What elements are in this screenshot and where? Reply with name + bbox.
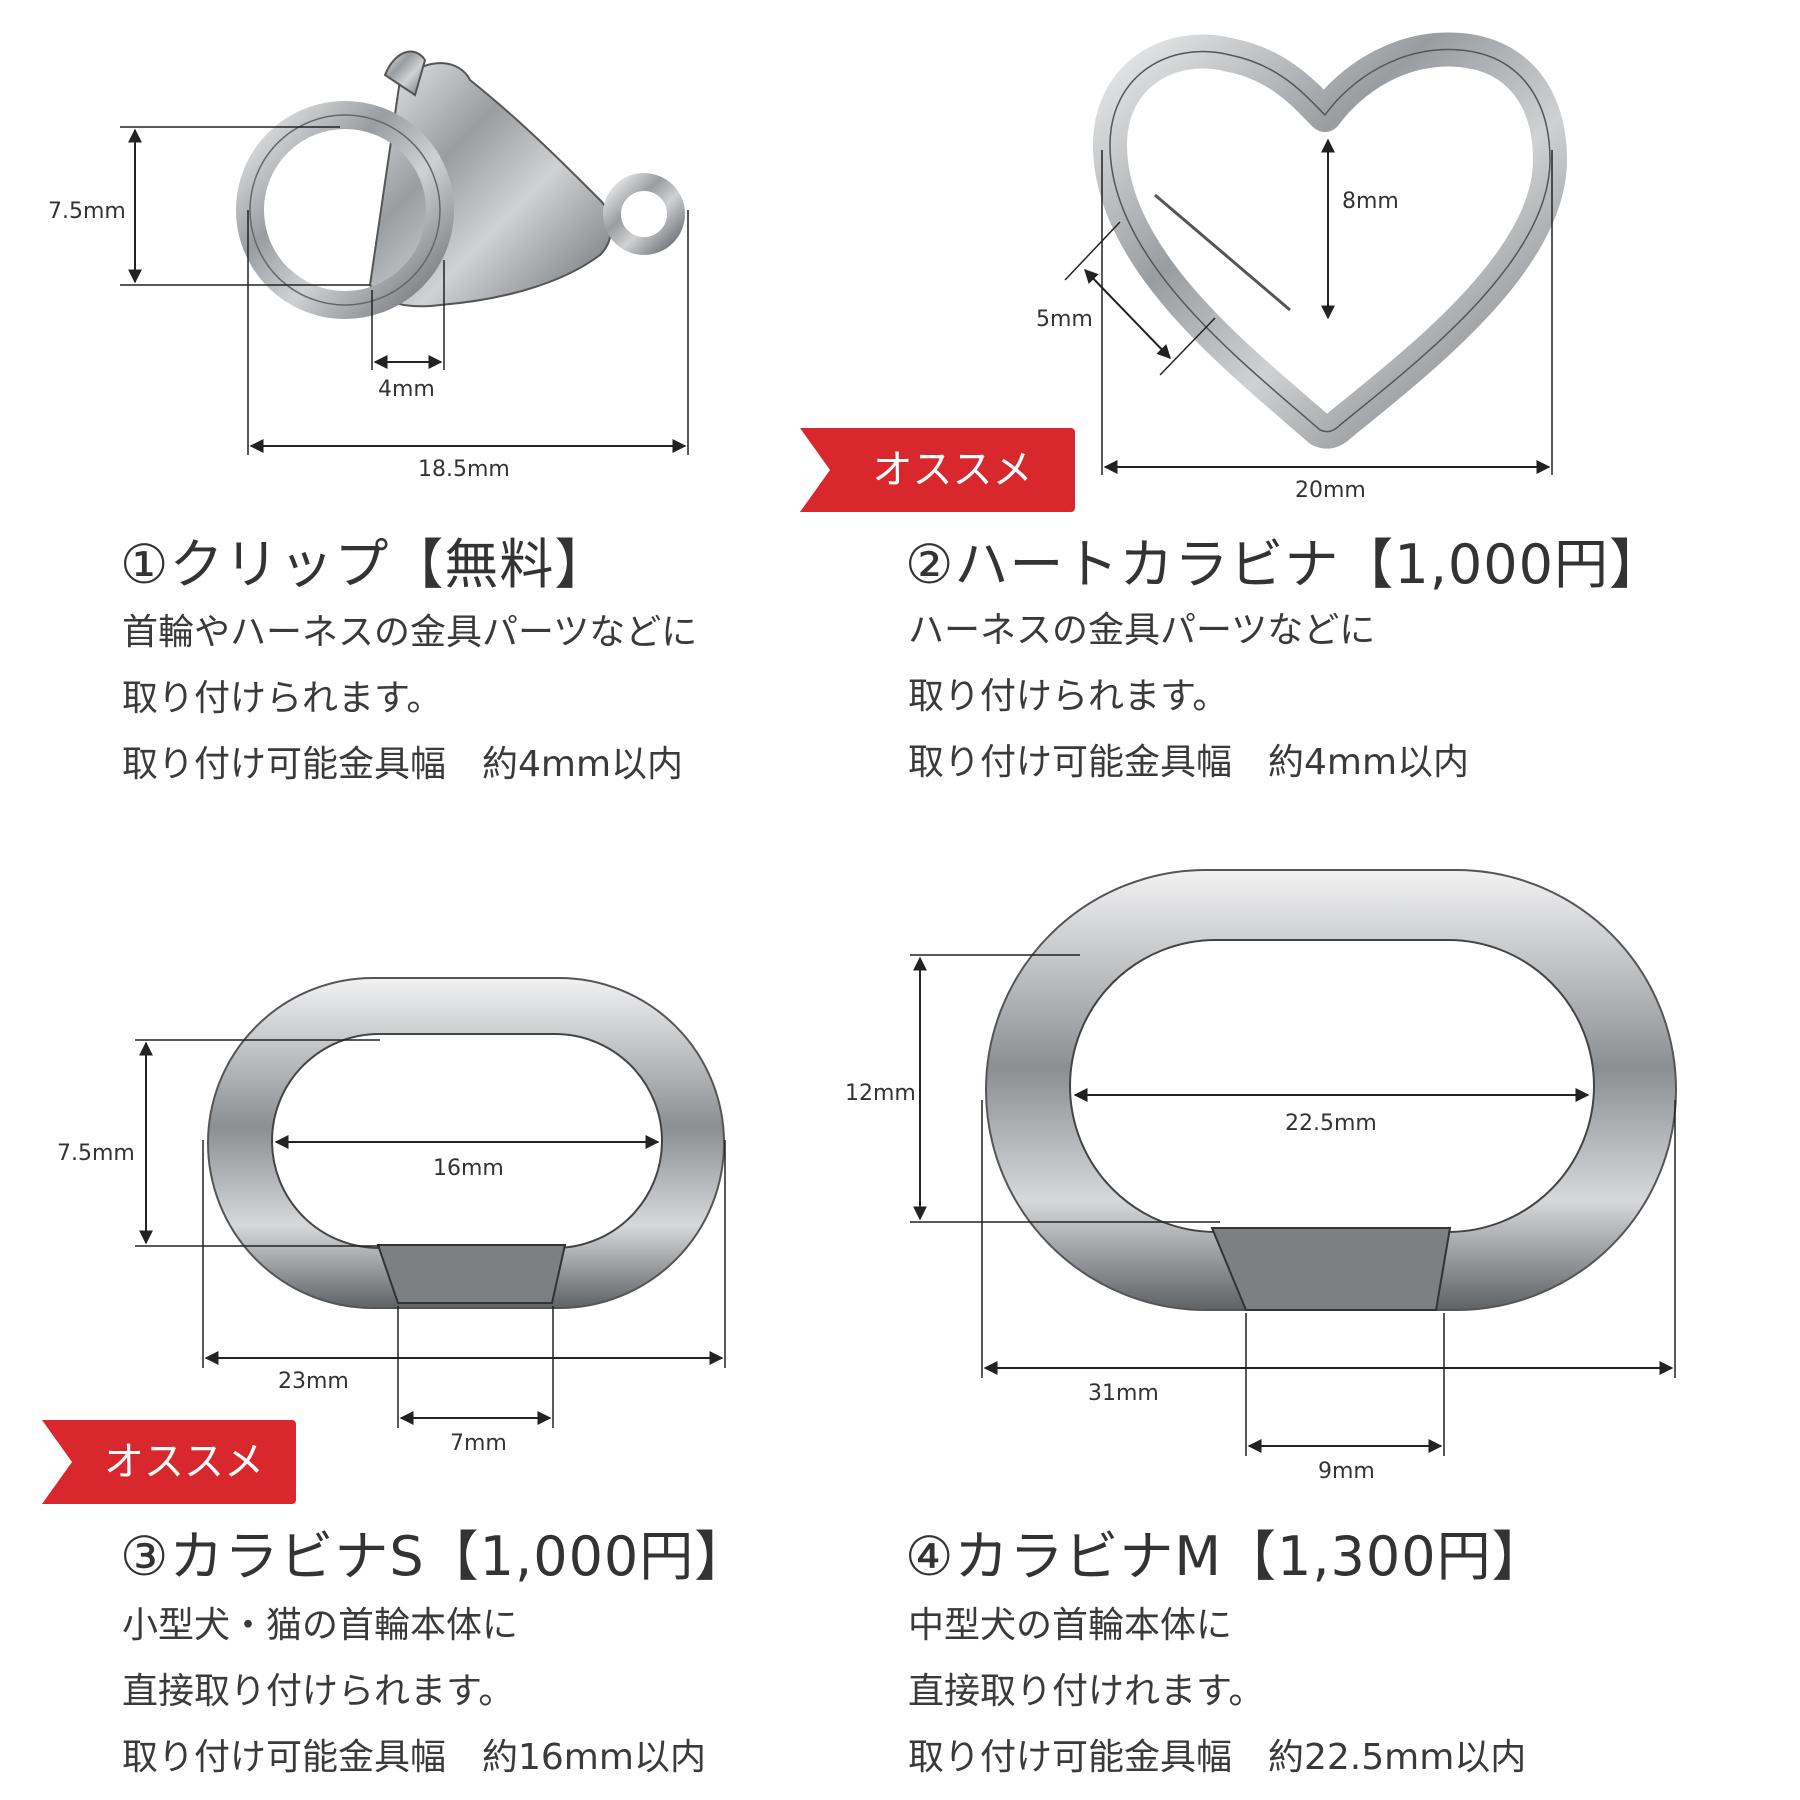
carabiner-m-gate-label: 9mm — [1318, 1459, 1375, 1484]
clip-height-label: 7.5mm — [48, 199, 126, 224]
carabiner-m-desc-line: 直接取り付けれます。 — [908, 1671, 1265, 1712]
clip-title: ①クリップ【無料】 — [120, 533, 610, 596]
carabiner-m-dimensions — [910, 954, 1676, 1456]
clip-desc-line: 首輪やハーネスの金具パーツなどに — [122, 612, 698, 653]
carabiner-m-width-label: 31mm — [1088, 1381, 1159, 1406]
carabiner-m-inner-width-label: 22.5mm — [1285, 1111, 1377, 1136]
clip-desc-line: 取り付けられます。 — [122, 678, 443, 719]
carabiner-s-gate-label: 7mm — [450, 1431, 507, 1456]
heart-width-label: 20mm — [1295, 478, 1366, 503]
heart-inner-height-label: 8mm — [1342, 189, 1399, 214]
carabiner-s-description: 小型犬・猫の首輪本体に 直接取り付けられます。 取り付け可能金具幅 約16mm以… — [122, 1593, 706, 1791]
carabiner-m-height-label: 12mm — [845, 1081, 916, 1106]
carabiner-m-desc-line: 中型犬の首輪本体に — [908, 1605, 1233, 1646]
carabiner-s-desc-line: 小型犬・猫の首輪本体に — [122, 1605, 519, 1646]
carabiner-s-width-label: 23mm — [278, 1369, 349, 1394]
recommend-badge: オススメ — [800, 428, 1075, 512]
carabiner-s-height-label: 7.5mm — [57, 1141, 135, 1166]
carabiner-m-title: ④カラビナM【1,300円】 — [905, 1525, 1547, 1588]
heart-dimensions — [1064, 138, 1553, 475]
clip-dimensions — [120, 126, 689, 455]
carabiner-m-desc-line: 取り付け可能金具幅 約22.5mm以内 — [908, 1737, 1527, 1778]
carabiner-s-desc-line: 直接取り付けられます。 — [122, 1671, 515, 1712]
carabiner-m-illustration — [985, 869, 1677, 1311]
carabiner-m-description: 中型犬の首輪本体に 直接取り付けれます。 取り付け可能金具幅 約22.5mm以内 — [908, 1593, 1526, 1791]
carabiner-s-title: ③カラビナS【1,000円】 — [120, 1525, 750, 1588]
heart-carabiner-description: ハーネスの金具パーツなどに 取り付けられます。 取り付け可能金具幅 約4mm以内 — [908, 598, 1469, 796]
heart-gap-label: 5mm — [1036, 307, 1093, 332]
clip-gap-label: 4mm — [378, 377, 435, 402]
clip-desc-line: 取り付け可能金具幅 約4mm以内 — [122, 744, 684, 785]
carabiner-s-desc-line: 取り付け可能金具幅 約16mm以内 — [122, 1737, 706, 1778]
clip-illustration — [236, 50, 685, 319]
heart-carabiner-title: ②ハートカラビナ【1,000円】 — [905, 533, 1665, 596]
heart-desc-line: 取り付けられます。 — [908, 676, 1229, 717]
heart-desc-line: ハーネスの金具パーツなどに — [908, 610, 1376, 651]
clip-width-label: 18.5mm — [418, 457, 510, 482]
carabiner-s-inner-width-label: 16mm — [433, 1156, 504, 1181]
carabiner-s-dimensions — [135, 1039, 726, 1428]
heart-illustration — [1093, 32, 1567, 449]
heart-desc-line: 取り付け可能金具幅 約4mm以内 — [908, 742, 1470, 783]
clip-description: 首輪やハーネスの金具パーツなどに 取り付けられます。 取り付け可能金具幅 約4m… — [122, 600, 697, 798]
recommend-badge: オススメ — [42, 1420, 296, 1504]
